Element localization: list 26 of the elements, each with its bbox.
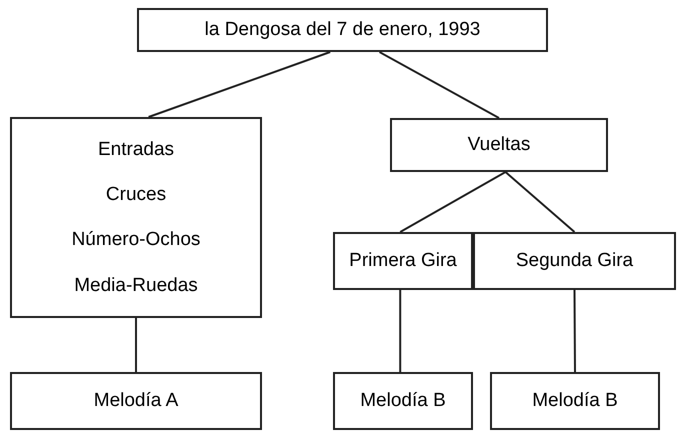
text-box xyxy=(10,372,262,430)
connector-line xyxy=(574,290,576,372)
node-label: Segunda Gira xyxy=(516,249,634,273)
text-box xyxy=(333,232,473,290)
node-label: Melodía A xyxy=(94,389,178,413)
connector-line xyxy=(148,51,330,118)
text-box xyxy=(333,372,473,430)
connector-line xyxy=(379,51,500,119)
node-label: Primera Gira xyxy=(349,249,457,273)
node-label: Número-Ochos xyxy=(72,228,200,252)
node-label: Melodía B xyxy=(360,389,446,413)
connector-line xyxy=(504,171,576,233)
node-label: Vueltas xyxy=(468,133,530,157)
connector-line xyxy=(399,290,402,372)
text-box xyxy=(137,8,548,52)
text-box xyxy=(473,232,676,290)
text-box xyxy=(390,118,608,172)
node-label: Melodía B xyxy=(532,389,618,413)
connector-line xyxy=(400,171,506,233)
text-box xyxy=(10,117,262,318)
node-label: la Dengosa del 7 de enero, 1993 xyxy=(204,18,480,42)
connector-line xyxy=(135,318,137,372)
node-label: Entradas xyxy=(98,138,174,162)
node-label: Media-Ruedas xyxy=(74,274,198,298)
text-box xyxy=(490,372,660,430)
node-label: Cruces xyxy=(106,183,166,207)
